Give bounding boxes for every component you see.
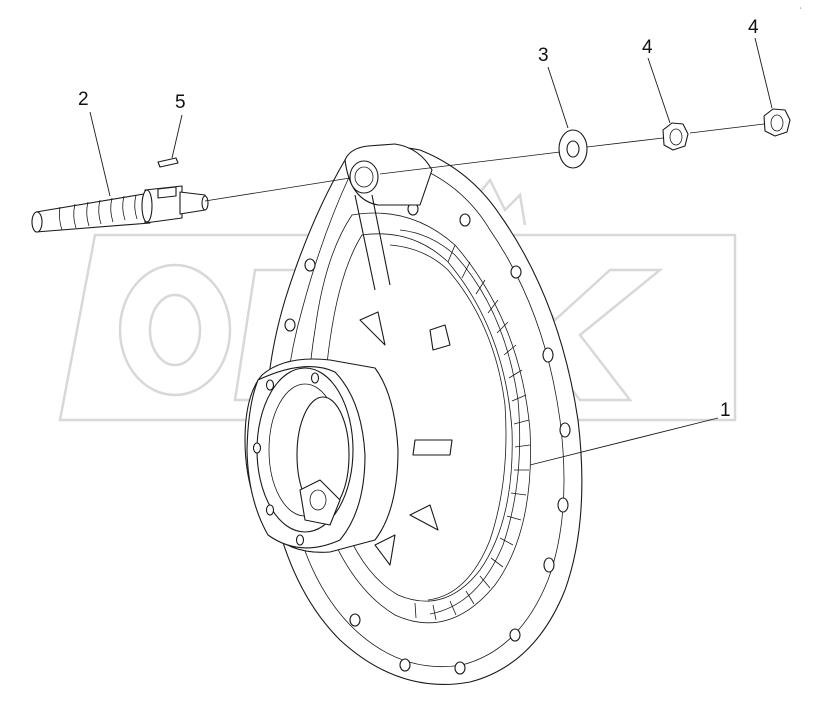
leader-line-2	[89, 111, 111, 197]
callout-4-a: 4	[642, 37, 653, 58]
callout-3: 3	[538, 45, 549, 66]
callout-5: 5	[175, 92, 186, 113]
corner-code: ¹	[800, 6, 802, 11]
housing-part-1	[244, 143, 583, 685]
key-part-5	[157, 157, 179, 168]
leader-line-3	[547, 66, 569, 129]
assembly-axis-line	[204, 123, 765, 202]
leader-line-5	[171, 114, 183, 159]
nut-part-4-a	[662, 122, 689, 151]
callout-1: 1	[720, 400, 731, 421]
leader-line-4b	[754, 37, 773, 109]
callout-4-b: 4	[748, 17, 759, 38]
nut-part-4-b	[763, 108, 791, 137]
leader-line-1	[529, 417, 719, 466]
washer-part-3	[558, 129, 588, 169]
leader-line-4a	[647, 57, 671, 124]
callout-2: 2	[78, 89, 89, 110]
shaft-part-2	[31, 185, 209, 233]
